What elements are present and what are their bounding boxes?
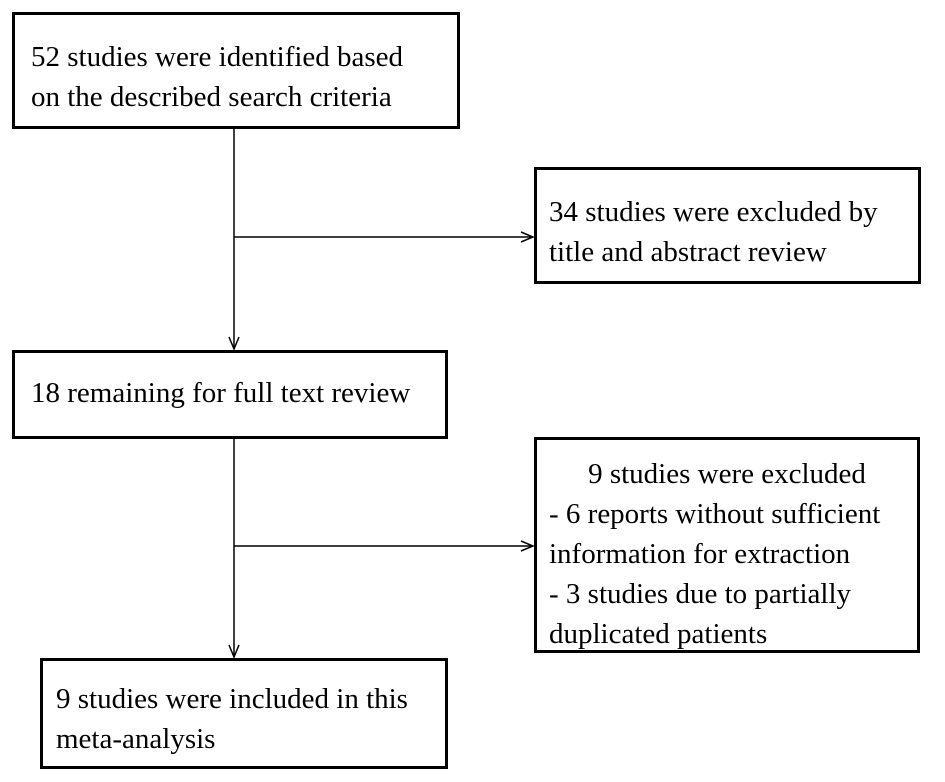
remaining-text-line: 18 remaining for full text review (31, 377, 411, 409)
identified-text-line: 52 studies were identified based (31, 41, 404, 73)
included-text-line: meta-analysis (56, 723, 216, 755)
identified-text-line: on the described search criteria (31, 81, 392, 113)
included-studies-box: 9 studies were included in this meta-ana… (40, 658, 448, 769)
excluded-title-abstract-box: 34 studies were excluded by title and ab… (534, 167, 921, 284)
excluded-reason-line: - 6 reports without sufficient (549, 498, 881, 530)
excluded-full-text-heading: 9 studies were excluded (588, 458, 866, 490)
included-text-line: 9 studies were included in this (56, 683, 408, 715)
excluded-title-text-line: title and abstract review (549, 236, 827, 268)
excluded-reason-line: information for extraction (549, 538, 851, 570)
excluded-reason-line: duplicated patients (549, 618, 768, 650)
excluded-title-text-line: 34 studies were excluded by (549, 196, 878, 228)
remaining-full-text-box: 18 remaining for full text review (12, 350, 448, 439)
excluded-reason-line: - 3 studies due to partially (549, 578, 852, 610)
identified-studies-box: 52 studies were identified based on the … (12, 12, 460, 129)
excluded-full-text-box: 9 studies were excluded - 6 reports with… (534, 437, 920, 653)
